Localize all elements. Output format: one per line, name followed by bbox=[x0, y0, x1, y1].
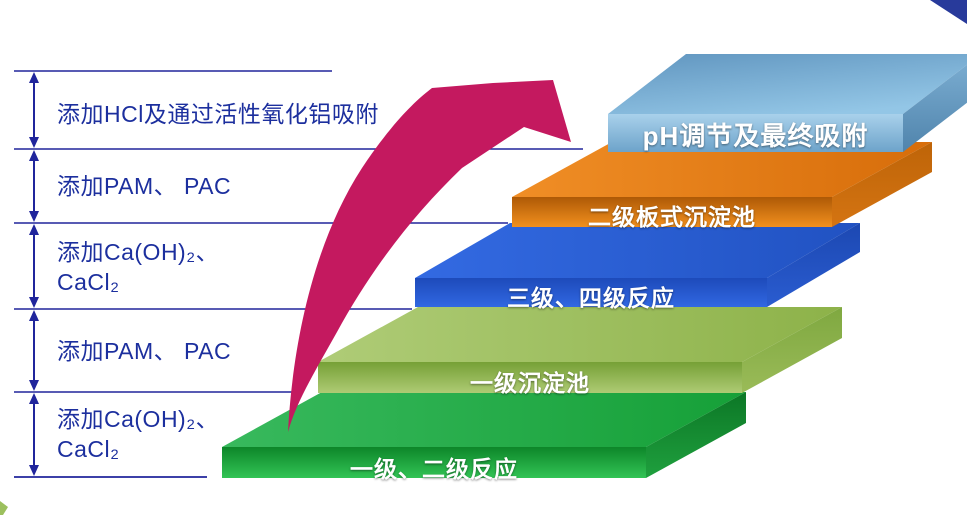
measure-arrow-4 bbox=[29, 310, 39, 391]
measure-arrow-1 bbox=[29, 72, 39, 148]
step-2-top-face bbox=[318, 307, 842, 362]
step-2-front-face bbox=[318, 362, 742, 393]
upward-curved-arrow-icon bbox=[288, 80, 571, 432]
step-5-slab bbox=[608, 54, 967, 152]
step-3-front-face bbox=[415, 278, 767, 307]
step-2-slab bbox=[318, 307, 842, 393]
step-1-front-face bbox=[222, 447, 646, 478]
step-4-slab bbox=[512, 142, 932, 227]
measure-arrow-3 bbox=[29, 224, 39, 308]
step-4-label: 二级板式沉淀池 bbox=[588, 204, 756, 230]
step-1-slab bbox=[222, 392, 746, 478]
step-4-top-face bbox=[512, 142, 932, 197]
measure-arrow-5 bbox=[29, 393, 39, 476]
corner-accent-top-right-icon bbox=[930, 0, 967, 24]
step-3-label: 三级、四级反应 bbox=[507, 285, 675, 311]
annotation-stage-1-dosing: 添加Ca(OH)₂、 CaCl₂ bbox=[57, 406, 220, 462]
step-4-side-face bbox=[832, 142, 932, 227]
step-1-top-face bbox=[222, 392, 746, 447]
step-1-side-face bbox=[646, 392, 746, 478]
step-5-side-face bbox=[903, 64, 967, 152]
step-4-front-face bbox=[512, 197, 832, 227]
annotation-stage-2-dosing: 添加PAM、 PAC bbox=[57, 338, 232, 364]
step-5-top-face bbox=[608, 54, 967, 114]
measure-arrow-2 bbox=[29, 150, 39, 222]
measure-lines-layer bbox=[14, 70, 583, 478]
annotation-stage-5-dosing: 添加HCl及通过活性氧化铝吸附 bbox=[57, 101, 379, 127]
step-5-label: pH调节及最终吸附 bbox=[642, 121, 869, 151]
step-5-front-face bbox=[608, 114, 903, 152]
step-2-side-face bbox=[742, 307, 842, 393]
step-3-side-face bbox=[767, 223, 860, 307]
annotation-stage-3-dosing: 添加Ca(OH)₂、 CaCl₂ bbox=[57, 239, 220, 295]
step-3-top-face bbox=[415, 223, 860, 278]
annotation-stage-4-dosing: 添加PAM、 PAC bbox=[57, 173, 232, 199]
corner-accent-bottom-left-icon bbox=[0, 501, 8, 515]
step-1-label: 一级、二级反应 bbox=[350, 456, 518, 482]
step-3-slab bbox=[415, 223, 860, 307]
step-2-label: 一级沉淀池 bbox=[470, 370, 590, 396]
